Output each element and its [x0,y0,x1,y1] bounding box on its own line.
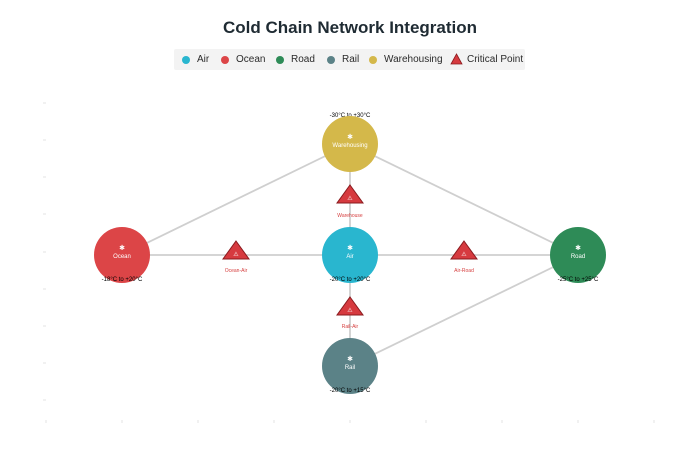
node-air[interactable]: ✱ Air -20°C to +20°C [322,227,378,283]
legend-label-rail: Rail [342,54,360,65]
temperature-range: -18°C to +20°C [102,277,143,283]
critical-point-warehouse[interactable]: ⚠ Warehouse [336,184,364,219]
warning-glyph-icon: ⚠ [461,251,467,258]
legend-label-ocean: Ocean [236,54,266,65]
road-circle [550,227,606,283]
critical-point-ocean-air[interactable]: ⚠ Ocean-Air [222,240,250,274]
node-label: Road [571,254,585,260]
axis-ticks [43,102,655,423]
snowflake-icon: ✱ [347,133,353,141]
node-label: Air [346,254,353,260]
node-label: Warehousing [332,143,367,149]
warning-glyph-icon: ⚠ [347,195,353,202]
rail-dot-icon [327,56,335,64]
rail-circle [322,338,378,394]
ocean-dot-icon [221,56,229,64]
node-road[interactable]: ✱ Road -25°C to +25°C [550,227,606,283]
edge-rail-road [349,254,579,367]
legend: Air Ocean Road Rail Warehousing Critical… [174,49,525,70]
node-rail[interactable]: ✱ Rail -20°C to +15°C [322,338,378,394]
snowflake-icon: ✱ [347,244,353,252]
legend-label-road: Road [291,54,315,65]
ocean-circle [94,227,150,283]
warning-triangle-icon [336,184,364,204]
warning-triangle-icon [450,240,478,260]
snowflake-icon: ✱ [119,244,125,252]
diagram-title: Cold Chain Network Integration [222,18,478,37]
critical-point-label: Warehouse [337,213,363,219]
warehousing-circle [322,116,378,172]
node-warehousing[interactable]: -30°C to +30°C ✱ Warehousing [322,113,378,172]
snowflake-icon: ✱ [347,355,353,363]
temperature-range: -20°C to +15°C [330,388,371,394]
critical-point-rail-air[interactable]: ⚠ Rail-Air [336,296,364,330]
warning-glyph-icon: ⚠ [233,251,239,258]
warning-glyph-icon: ⚠ [347,307,353,314]
legend-label-warehousing: Warehousing [384,54,443,65]
critical-point-air-road[interactable]: ⚠ Air-Road [450,240,478,274]
edge-ocean-warehousing [121,143,351,256]
air-circle [322,227,378,283]
critical-point-label: Ocean-Air [225,268,248,274]
temperature-range: -25°C to +25°C [558,277,599,283]
node-label: Ocean [113,254,131,260]
warning-triangle-icon [336,296,364,316]
warehousing-dot-icon [369,56,377,64]
node-label: Rail [345,365,355,371]
snowflake-icon: ✱ [575,244,581,252]
road-dot-icon [276,56,284,64]
warning-triangle-icon [450,53,463,65]
temperature-range: -30°C to +30°C [330,113,371,119]
temperature-range: -20°C to +20°C [330,277,371,283]
warning-triangle-icon [222,240,250,260]
critical-point-label: Air-Road [454,268,474,274]
legend-label-critical-point: Critical Point [467,54,524,65]
critical-point-label: Rail-Air [342,324,359,330]
edge-warehousing-road [349,143,579,256]
legend-label-air: Air [197,54,210,65]
node-ocean[interactable]: ✱ Ocean -18°C to +20°C [94,227,150,283]
air-dot-icon [182,56,190,64]
